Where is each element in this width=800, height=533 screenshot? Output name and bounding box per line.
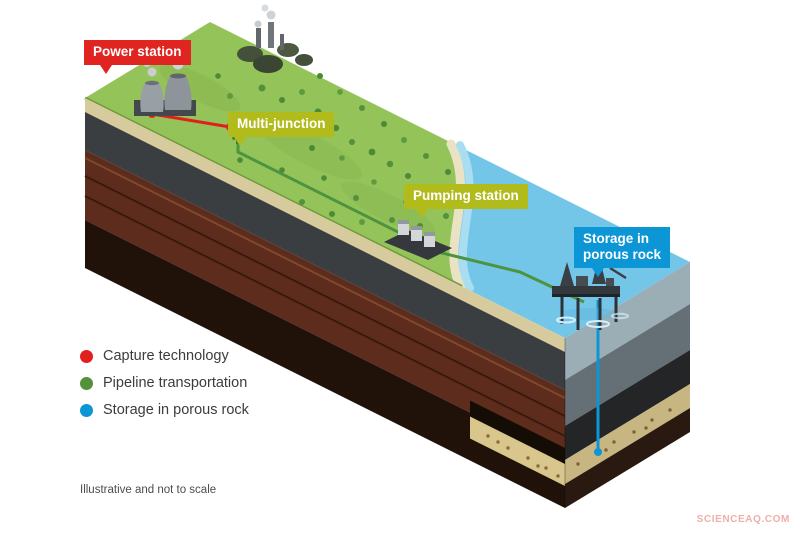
porous-rock-layer-end [565, 384, 690, 484]
strata-right-face [564, 262, 690, 508]
legend: Capture technology Pipeline transportati… [80, 348, 249, 429]
label-pumping-station: Pumping station [404, 184, 528, 219]
waves [556, 312, 629, 328]
derrick-icon [560, 262, 574, 286]
storage-porous-rock-dot-icon [80, 403, 93, 417]
cooling-tower-icon [164, 76, 192, 110]
label-power-station: Power station [84, 40, 191, 75]
smoke-icon [254, 20, 262, 28]
cooling-tower-icon [140, 83, 164, 112]
cap-rock-layer [470, 400, 565, 464]
legend-item-pipeline: Pipeline transportation [80, 375, 249, 391]
shallow-water [456, 141, 474, 292]
beach [446, 139, 466, 292]
legend-label: Pipeline transportation [103, 375, 248, 391]
pumping-station-icon [384, 220, 452, 260]
legend-item-storage: Storage in porous rock [80, 402, 249, 418]
industrial-cluster-icon [237, 4, 313, 73]
footnote: Illustrative and not to scale [80, 484, 217, 496]
capture-technology-dot-icon [80, 349, 93, 363]
strata-front-face [84, 98, 566, 508]
watermark: SCIENCEAQ.COM [696, 514, 790, 525]
label-storage-in-porous-rock: Storage in porous rock [574, 227, 671, 278]
pipeline-transportation-dot-icon [80, 376, 93, 390]
label-storage-line2: porous rock [583, 247, 662, 263]
blue-injection-line [594, 300, 602, 456]
porous-rock-dots [486, 434, 560, 478]
underwater-side [565, 262, 690, 380]
label-multi-junction: Multi-junction [228, 112, 335, 147]
crane-icon [609, 266, 627, 280]
porous-rock-layer-front [470, 416, 565, 486]
legend-item-capture: Capture technology [80, 348, 249, 364]
legend-label: Capture technology [103, 348, 229, 364]
legend-label: Storage in porous rock [103, 402, 249, 418]
label-storage-line1: Storage in [583, 231, 650, 246]
